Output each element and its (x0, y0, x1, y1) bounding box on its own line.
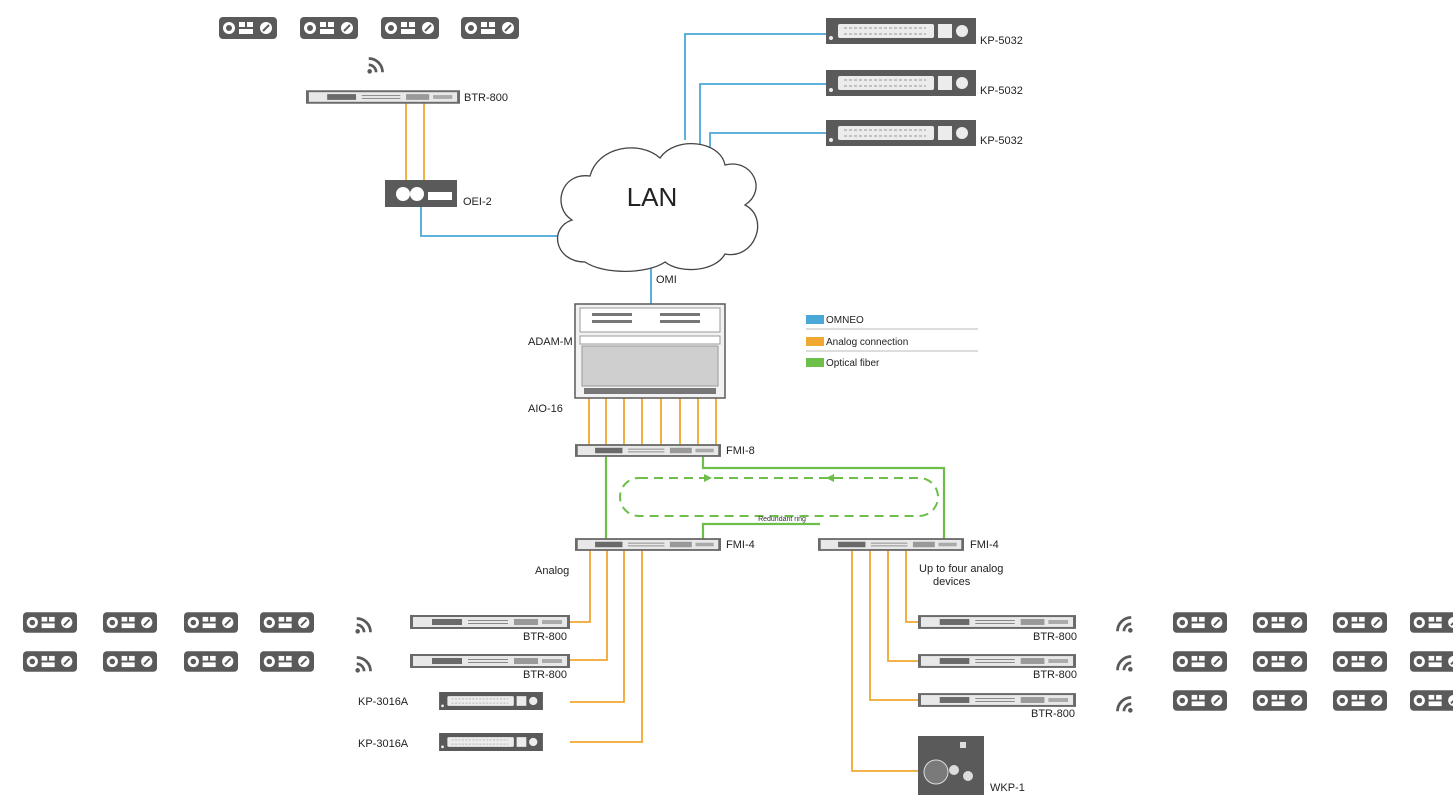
beltpack-icon (260, 612, 314, 633)
upto-label-line2: devices (933, 576, 971, 588)
legend-omneo-swatch (806, 315, 824, 324)
lan-label: LAN (627, 182, 678, 212)
beltpack-icon (461, 17, 519, 39)
btr-800-device-icon (918, 615, 1076, 629)
beltpack-icon (1253, 690, 1307, 711)
fmi4-right-label: FMI-4 (970, 539, 999, 551)
btr-l2-label: BTR-800 (523, 669, 567, 681)
top-beltpacks (219, 17, 519, 39)
btr-l1-label: BTR-800 (523, 631, 567, 643)
beltpack-icon (23, 651, 77, 672)
ring-label: Redundant ring (758, 516, 806, 523)
beltpack-icon (1253, 612, 1307, 633)
kp-5032-device-icon (826, 70, 976, 96)
wireless-icon (366, 57, 384, 75)
btr-800-device-icon (410, 654, 570, 668)
beltpack-icon (1333, 690, 1387, 711)
beltpack-icon (103, 651, 157, 672)
aio-label: AIO-16 (528, 403, 563, 415)
kp-3016a-device-icon (438, 733, 544, 751)
fmi-8-device-icon (575, 444, 721, 457)
kp5032-label-2: KP-5032 (980, 85, 1023, 97)
legend: OMNEO Analog connection Optical fiber (806, 315, 978, 369)
kp3016-label-2: KP-3016A (358, 738, 409, 750)
omneo-links (420, 33, 826, 305)
kp5032-label-3: KP-5032 (980, 135, 1023, 147)
fmi8-label: FMI-8 (726, 445, 755, 457)
fmi-4-device-icon (575, 538, 721, 551)
oei-label: OEI-2 (463, 196, 492, 208)
beltpack-icon (1410, 612, 1453, 633)
adam-m-frame (574, 303, 726, 399)
legend-analog-swatch (806, 337, 824, 346)
beltpack-icon (1173, 651, 1227, 672)
oei-2-device (385, 180, 457, 207)
beltpack-icon (300, 17, 358, 39)
btr-r3-label: BTR-800 (1031, 708, 1075, 720)
beltpack-icon (184, 612, 238, 633)
kp-5032-device-icon (826, 120, 976, 146)
wireless-icon (354, 656, 372, 674)
btr-r1-label: BTR-800 (1033, 631, 1077, 643)
btr-r2-label: BTR-800 (1033, 669, 1077, 681)
kp3016-label-1: KP-3016A (358, 696, 409, 708)
left-beltpacks (23, 612, 314, 672)
fiber-links (604, 452, 946, 540)
adam-label: ADAM-M (528, 336, 573, 348)
beltpack-icon (219, 17, 277, 39)
beltpack-icon (1253, 651, 1307, 672)
omi-label: OMI (656, 274, 677, 286)
btr-800-device-icon (306, 90, 460, 104)
fmi-4-device-icon (818, 538, 964, 551)
beltpack-icon (184, 651, 238, 672)
beltpack-icon (1333, 612, 1387, 633)
legend-omneo-label: OMNEO (826, 315, 864, 326)
legend-fiber-swatch (806, 358, 824, 367)
lan-cloud: LAN (556, 143, 759, 273)
legend-fiber-label: Optical fiber (826, 358, 880, 369)
btr-800-device-icon (918, 693, 1076, 707)
wkp-1-device (918, 736, 984, 795)
kp-3016a-device-icon (438, 692, 544, 710)
kp-5032-device-icon (826, 18, 976, 44)
beltpack-icon (1333, 651, 1387, 672)
wireless-icon (1116, 696, 1134, 714)
kp5032-label-1: KP-5032 (980, 35, 1023, 47)
beltpack-icon (1410, 690, 1453, 711)
analog-links (405, 103, 918, 772)
beltpack-icon (1173, 612, 1227, 633)
wireless-icon (1116, 616, 1134, 634)
btr-800-device-icon (410, 615, 570, 629)
beltpack-icon (260, 651, 314, 672)
beltpack-icon (103, 612, 157, 633)
btr-800-device-icon (918, 654, 1076, 668)
btr-top-label: BTR-800 (464, 92, 508, 104)
upto-label-line1: Up to four analog (919, 563, 1003, 575)
beltpack-icon (1410, 651, 1453, 672)
analog-label: Analog (535, 565, 569, 577)
right-beltpacks (1173, 612, 1453, 711)
wireless-icon (354, 617, 372, 635)
wireless-icon (1116, 655, 1134, 673)
fmi4-left-label: FMI-4 (726, 539, 755, 551)
beltpack-icon (23, 612, 77, 633)
legend-analog-label: Analog connection (826, 337, 908, 348)
wkp-label: WKP-1 (990, 782, 1025, 794)
beltpack-icon (381, 17, 439, 39)
redundant-ring: Redundant ring (619, 474, 939, 523)
beltpack-icon (1173, 690, 1227, 711)
